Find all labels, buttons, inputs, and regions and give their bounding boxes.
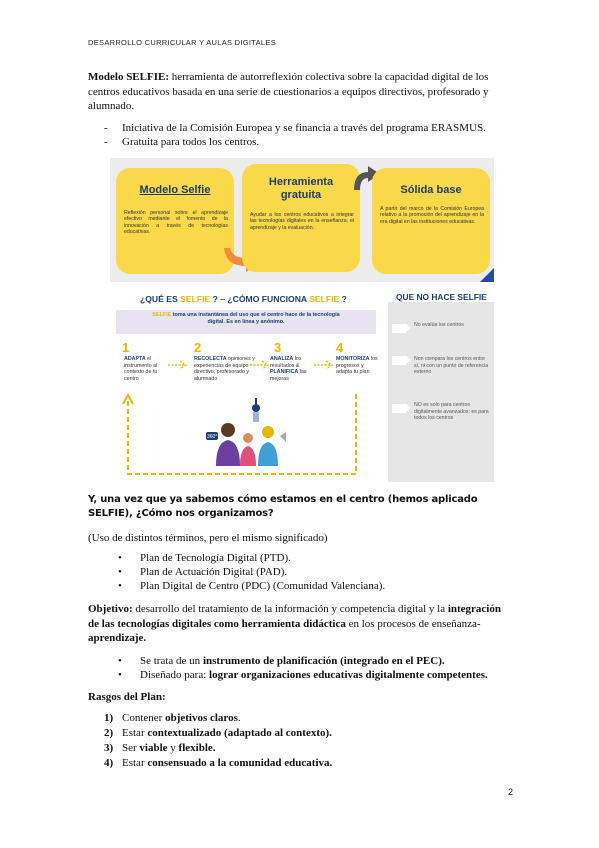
organization-question-heading: Y, una vez que ya sabemos cómo estamos e… <box>88 494 478 519</box>
card-herramienta-gratuita: Herramienta gratuita Ayudar a los centro… <box>242 164 360 272</box>
list-item: Plan de Actuación Digital (PAD). <box>118 565 385 579</box>
step-recolecta: RECOLECTA opiniones y experiencias de eq… <box>194 356 255 382</box>
selfie-summary-banner: SELFIE toma una instantánea del uso que … <box>116 310 376 334</box>
step-monitoriza: MONITORIZA los progresos y adapta tu pla… <box>336 356 378 376</box>
card-title: Herramienta gratuita <box>268 176 334 201</box>
list-item: 2)Estar contextualizado (adaptado al con… <box>104 727 332 739</box>
not-do-item: NO es solo para centros digitalmente ava… <box>414 402 489 421</box>
page-number: 2 <box>508 787 514 797</box>
intro-bold: Modelo SELFIE: <box>88 71 169 83</box>
tag-icon <box>392 324 411 333</box>
rasgos-list: 1)Contener objetivos claros. 2)Estar con… <box>104 711 332 771</box>
card-title: Sólida base <box>400 184 462 196</box>
running-header: DESARROLLO CURRICULAR Y AULAS DIGITALES <box>88 38 277 47</box>
dash-list: Iniciativa de la Comisión Europea y se f… <box>104 121 486 149</box>
selfie-infographic-cards: Modelo Selfie Reflexión personal sobre e… <box>110 158 494 282</box>
loop-dashed-arrow-icon <box>122 392 357 475</box>
step-number: 1 <box>122 340 130 355</box>
how-it-works-panel: ¿QUÉ ES SELFIE ? – ¿CÓMO FUNCIONA SELFIE… <box>110 288 383 484</box>
objective-bullets: Se trata de un instrumento de planificac… <box>118 654 488 682</box>
step-number: 3 <box>274 340 282 355</box>
badge-360: 360° <box>207 434 217 440</box>
step-number: 2 <box>194 340 202 355</box>
dash-item: Iniciativa de la Comisión Europea y se f… <box>104 121 486 135</box>
step-arrow-icon <box>314 360 334 370</box>
card-solida-base: Sólida base A partir del marco de la Com… <box>372 168 490 274</box>
intro-text: herramienta de autorreflexión colectiva … <box>88 71 489 112</box>
list-item: Plan de Tecnología Digital (PTD). <box>118 551 385 565</box>
objective-paragraph: Objetivo: desarrollo del tratamiento de … <box>88 603 501 644</box>
list-item: Plan Digital de Centro (PDC) (Comunidad … <box>118 579 385 593</box>
list-item: Se trata de un instrumento de planificac… <box>118 654 488 668</box>
how-it-works-title: ¿QUÉ ES SELFIE ? – ¿CÓMO FUNCIONA SELFIE… <box>140 294 347 304</box>
card-text: Ayudar a los centros educativos a integr… <box>250 212 354 231</box>
card-text: Reflexión personal sobre el aprendizaje … <box>124 210 228 235</box>
step-analiza: ANALIZA los resultados & PLANIFICA las m… <box>270 356 307 382</box>
card-title: Modelo Selfie <box>139 184 211 196</box>
card-modelo-selfie: Modelo Selfie Reflexión personal sobre e… <box>116 168 234 274</box>
selfie-intro: Modelo SELFIE: herramienta de autorrefle… <box>88 70 510 114</box>
gray-arrow-icon <box>354 166 380 190</box>
tag-icon <box>392 356 411 365</box>
tag-icon <box>392 404 411 413</box>
step-arrow-icon <box>168 360 188 370</box>
list-item: 1)Contener objetivos claros. <box>104 712 241 724</box>
step-adapta: ADAPTA el instrumento al contexto de tu … <box>124 356 158 382</box>
what-selfie-does-not-panel: QUE NO HACE SELFIE No evalúa los centros… <box>388 288 494 484</box>
people-selfie-illustration-icon: 360° <box>206 398 286 466</box>
not-do-list: No evalúa los centros Non compara los ce… <box>388 302 494 482</box>
step-number: 4 <box>336 340 344 355</box>
blue-corner-decoration <box>480 268 494 282</box>
summary-text: SELFIE toma una instantánea del uso que … <box>152 312 340 325</box>
terms-note: (Uso de distintos términos, pero el mism… <box>88 532 328 544</box>
rasgos-title: Rasgos del Plan: <box>88 691 166 703</box>
step-arrow-icon <box>250 360 270 370</box>
selfie-how-it-works-infographic: ¿QUÉ ES SELFIE ? – ¿CÓMO FUNCIONA SELFIE… <box>110 288 494 484</box>
list-item: Diseñado para: lograr organizaciones edu… <box>118 668 488 682</box>
objective-label: Objetivo: <box>88 603 133 615</box>
dash-item: Gratuita para todos los centros. <box>104 135 486 149</box>
list-item: 4)Estar consensuado a la comunidad educa… <box>104 757 333 769</box>
list-item: 3)Ser viable y flexible. <box>104 742 216 754</box>
plan-terms-list: Plan de Tecnología Digital (PTD). Plan d… <box>118 551 385 593</box>
not-do-item: No evalúa los centros <box>414 322 464 328</box>
not-do-item: Non compara los centros entre sí, ni con… <box>414 356 489 375</box>
not-do-title: QUE NO HACE SELFIE <box>396 292 487 302</box>
card-text: A partir del marco de la Comisión Europe… <box>380 206 484 225</box>
